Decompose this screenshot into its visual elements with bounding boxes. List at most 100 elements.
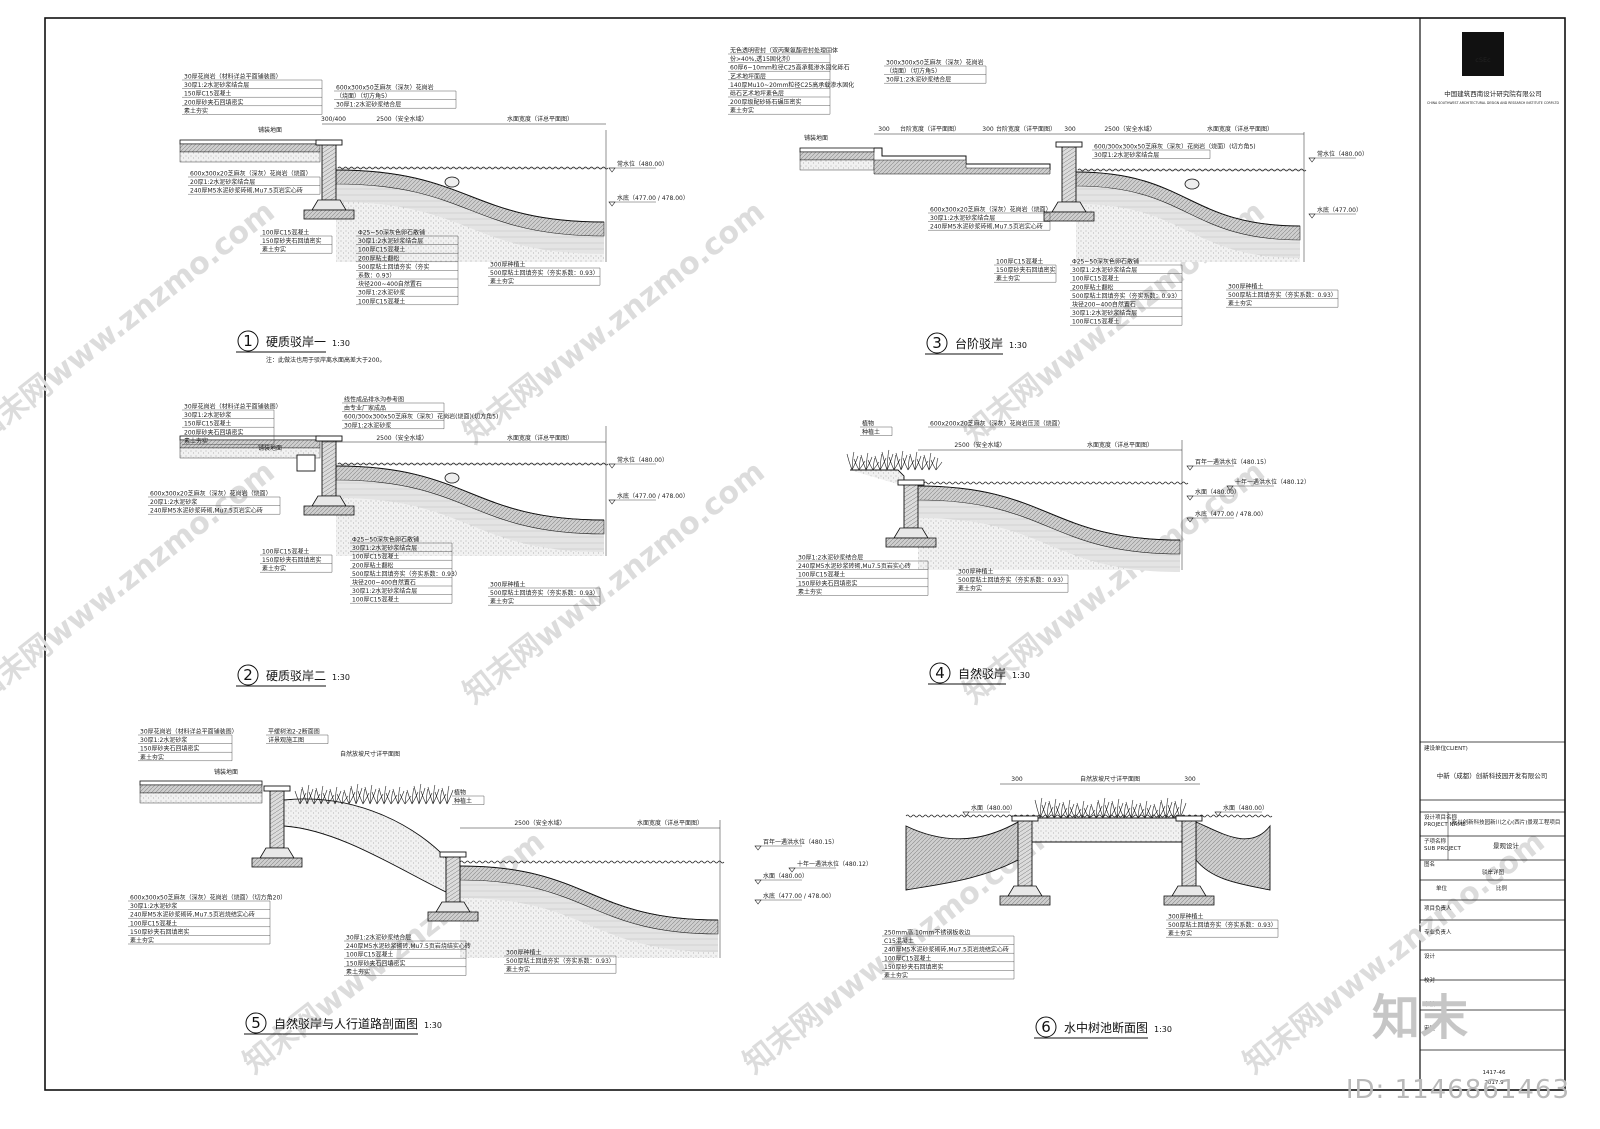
plant-stroke xyxy=(385,790,398,805)
label-line: 100厚C15混凝土 xyxy=(352,553,399,561)
plant-stroke xyxy=(1118,803,1131,819)
dim-text: 300 xyxy=(1064,126,1076,133)
label-line: 无色透明密封（双丙聚氨酯密封处理固体 xyxy=(730,47,838,55)
wall-body xyxy=(1181,819,1197,887)
plant-stroke xyxy=(846,451,859,471)
plant-stroke xyxy=(1139,800,1152,819)
company-name: 中国建筑西南设计研究院有限公司 xyxy=(1444,89,1542,98)
pool-wall-left xyxy=(999,815,1051,906)
label-line: 植物 xyxy=(454,789,466,797)
paving-label: 铺装地面 xyxy=(258,126,282,134)
bank-slope-edge xyxy=(1075,171,1301,227)
wall-cap xyxy=(1055,141,1083,148)
label-line: 100厚C15混凝土 xyxy=(358,297,405,305)
wall-body xyxy=(1017,819,1033,887)
level-text: 百年一遇洪水位（480.15） xyxy=(1195,458,1270,466)
wall-footing xyxy=(311,199,347,211)
label-line: 30厚花岗岩（材料详总平面铺装图） xyxy=(184,403,282,411)
paving-base xyxy=(139,784,263,794)
retaining-wall xyxy=(885,479,937,548)
label-line: 500厚粘土回填夯实（夯实系数：0.93） xyxy=(1072,292,1181,300)
labels-left-wall: 600x300x20芝麻灰（深灰）花岗岩（烧面）30厚1:2水泥砂浆结合层240… xyxy=(928,206,1052,231)
level-text: 水面（480.00） xyxy=(1195,488,1240,496)
label-line: 素土夯实 xyxy=(262,565,286,573)
label-line: 30厚1:2水泥砂浆结合层 xyxy=(352,587,417,595)
bank-slope-edge xyxy=(459,865,719,921)
wall-body xyxy=(445,855,461,903)
labels-bottom-mid: Φ25~50深灰色卵石散铺30厚1:2水泥砂浆结合层100厚C15混凝土200厚… xyxy=(350,536,461,604)
label-line: 500厚粘土回填夯实（夯实系数：0.93） xyxy=(490,589,599,597)
label-line: 30厚1:2水泥砂浆 xyxy=(344,421,391,429)
label-line: 300x300x50芝麻灰（深灰）花岗岩 xyxy=(886,59,984,67)
title-circle xyxy=(237,330,259,352)
level-text: 水底（477.00 / 478.00） xyxy=(617,194,689,202)
labels-left-wall: 600x300x20芝麻灰（深灰）花岗岩（烧面）20厚1:2水泥砂浆结合层240… xyxy=(188,170,321,195)
level-normal-water: 常水位（480.00） xyxy=(1308,150,1368,163)
label-line: 500厚粘土回填夯实（夯实 xyxy=(358,263,429,271)
labels-bottom-mid: Φ25~50深灰色卵石散铺30厚1:2水泥砂浆结合层100厚C15混凝土200厚… xyxy=(356,229,459,305)
label-line: 600x300x20芝麻灰（深灰）花岗岩（烧面） xyxy=(930,206,1052,214)
title-note: 注：此做法也用于驳岸离水面高差大于200。 xyxy=(266,356,385,364)
plant-stroke xyxy=(895,450,908,471)
paving-label: 铺装地面 xyxy=(214,768,238,776)
paving-top xyxy=(139,780,263,786)
label-line: 素土夯实 xyxy=(490,598,514,606)
label-line: 素土夯实 xyxy=(506,966,530,974)
title-circle xyxy=(926,332,948,354)
level-normal-water: 常水位（480.00） xyxy=(608,456,668,469)
level-triangle xyxy=(754,899,762,905)
label-line: 240厚M5水泥砂浆砖砌,Mu7.5页岩实心砖 xyxy=(930,223,1043,231)
paving-surface xyxy=(179,435,321,459)
boulder xyxy=(1184,178,1200,190)
company-logo-text: cSEc xyxy=(1475,56,1491,64)
plant-stroke xyxy=(874,453,887,471)
label-line: 300厚种植土 xyxy=(506,949,541,957)
title-scale: 1:30 xyxy=(1012,671,1030,680)
drain-channel xyxy=(296,454,316,472)
paving-label: 铺装地面 xyxy=(804,134,828,142)
label-line: 100厚C15混凝土 xyxy=(346,951,393,959)
label-line: 素土夯实 xyxy=(1168,930,1192,938)
label-line: 600x200x20芝麻灰（深灰）花岗岩压顶（烧面） xyxy=(930,420,1064,428)
role-label: 项目负责人 xyxy=(1424,904,1452,912)
label-line: 30厚1:2水泥砂浆 xyxy=(130,902,177,910)
label-line: 600x300x20芝麻灰（深灰）花岗岩（烧面） xyxy=(190,170,312,178)
scale-label: 比例 xyxy=(1496,884,1508,892)
bank-slope-clay xyxy=(336,170,604,254)
dim-text: 台阶宽度（详平面图） xyxy=(900,125,960,133)
plant-stroke xyxy=(1132,804,1145,819)
title-number: 5 xyxy=(251,1014,261,1032)
level-bottom: 水底（477.00 / 478.00） xyxy=(608,492,689,505)
drawing-name: 驳岸详图 xyxy=(1482,868,1505,876)
label-line: 150厚砂夹石回填密实 xyxy=(262,556,321,564)
level-flood-10: 十年一遇洪水位（480.12） xyxy=(1226,478,1310,491)
plant-stroke xyxy=(357,788,370,805)
level-water: 水面（480.00） xyxy=(754,872,808,885)
plant-stroke xyxy=(1153,801,1166,819)
wall-base xyxy=(999,895,1051,906)
role-label: 专业负责人 xyxy=(1424,928,1452,936)
dim-text: 自然放坡尺寸详平面图 xyxy=(1080,775,1140,783)
level-triangle xyxy=(754,845,762,851)
level-text: 十年一遇洪水位（480.12） xyxy=(1235,478,1310,486)
basin-right xyxy=(1195,821,1271,891)
level-text: 水面（480.00） xyxy=(1223,804,1268,812)
label-line: 砾石艺术地坪素色层 xyxy=(730,90,784,98)
bank-slope-edge xyxy=(335,169,605,223)
drawing-date: 2017.9 xyxy=(1484,1080,1504,1086)
level-triangle xyxy=(608,167,616,173)
title-circle xyxy=(1035,1016,1057,1038)
wall-base xyxy=(303,505,355,516)
title-name: 自然驳岸 xyxy=(958,666,1006,681)
label-line: 素土夯实 xyxy=(184,437,208,445)
label-line: 30厚1:2水泥砂浆结合层 xyxy=(346,934,411,942)
outer-border xyxy=(44,17,1566,1091)
label-line: 30厚1:2水泥砂浆结合层 xyxy=(358,237,423,245)
plant-stroke xyxy=(888,454,901,471)
